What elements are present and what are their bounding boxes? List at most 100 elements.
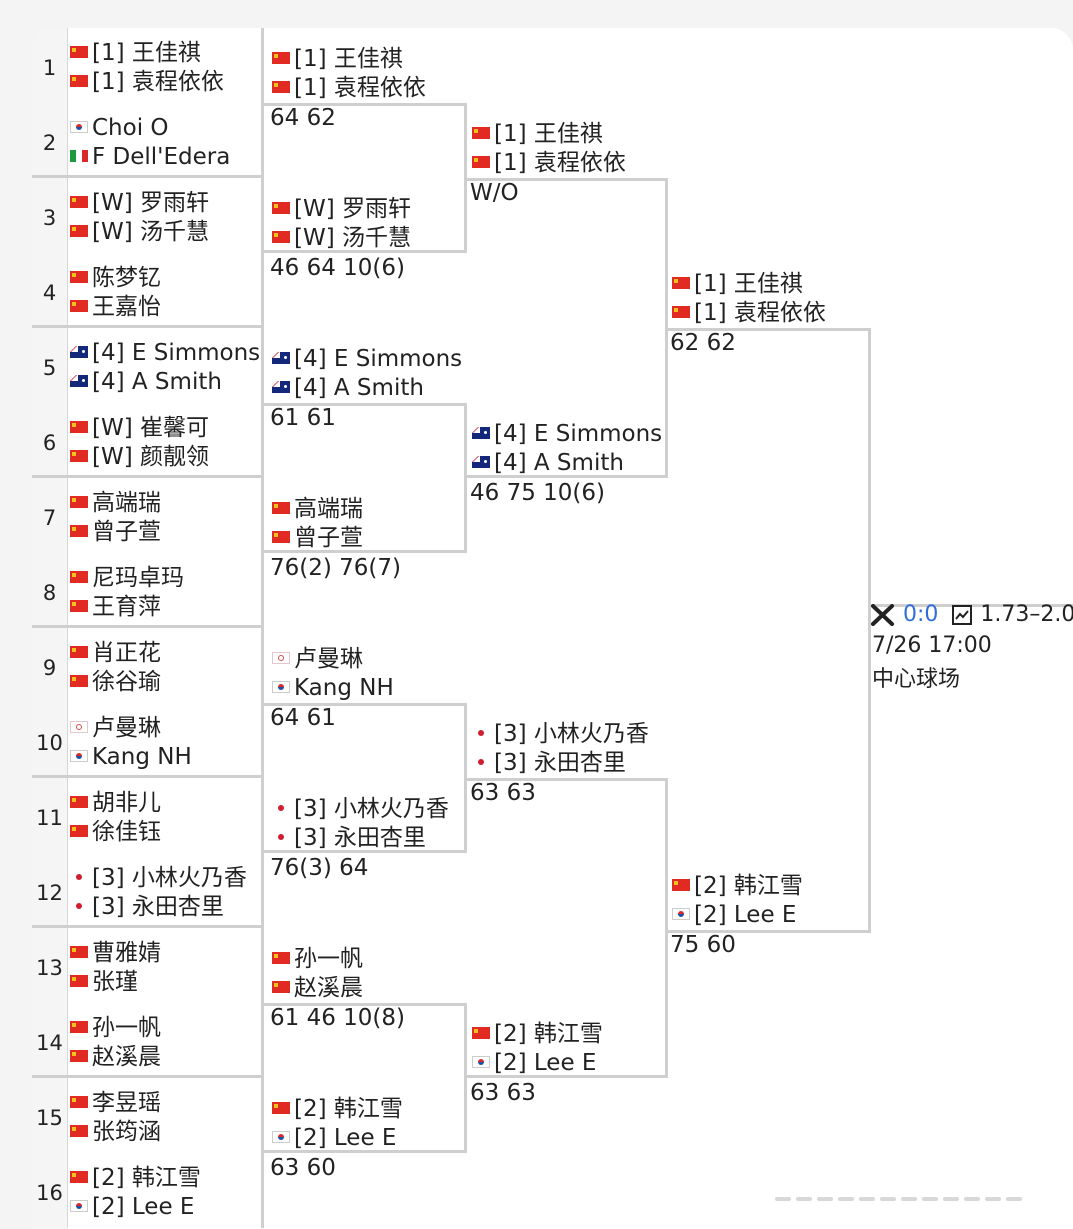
player-row: Choi O [70, 114, 230, 143]
match-score: 46 64 10(6) [270, 255, 406, 281]
player-row: 肖正花 [70, 639, 161, 668]
team[interactable]: [1] 王佳祺[1] 袁程依依 [70, 39, 224, 95]
r1-group [32, 478, 264, 628]
flag-icon [70, 420, 88, 433]
team[interactable]: [4] E Simmons[4] A Smith [472, 420, 663, 476]
player-name: 卢曼琳 [294, 646, 363, 672]
seed-number: 14 [36, 1031, 63, 1055]
odds-value: 1.73–2.0 [980, 602, 1073, 627]
player-row: [3] 小林火乃香 [472, 720, 649, 749]
player-name: 张瑾 [92, 969, 138, 995]
odds-link[interactable]: 0:0 [903, 602, 939, 627]
player-row: [W] 汤千慧 [70, 218, 209, 247]
team[interactable]: [4] E Simmons[4] A Smith [70, 339, 260, 395]
team[interactable]: [W] 罗雨轩[W] 汤千慧 [70, 189, 209, 245]
team[interactable]: [1] 王佳祺[1] 袁程依依 [272, 45, 426, 101]
team[interactable]: 肖正花徐谷瑜 [70, 639, 161, 695]
match-score: 64 61 [270, 705, 336, 731]
flag-icon [70, 374, 88, 387]
flag-icon [70, 674, 88, 687]
team[interactable]: 李昱瑶张筠涵 [70, 1089, 161, 1145]
page-indicator[interactable] [775, 1188, 1065, 1201]
player-name: [W] 汤千慧 [92, 219, 209, 245]
player-row: [3] 永田杏里 [472, 749, 649, 778]
team[interactable]: [W] 崔馨可[W] 颜靓领 [70, 414, 209, 470]
player-row: [1] 王佳祺 [672, 270, 826, 299]
seed-number: 8 [42, 581, 57, 605]
r2-connector [264, 103, 467, 253]
flag-icon [70, 45, 88, 58]
player-name: 徐佳钰 [92, 819, 161, 845]
flag-icon [70, 974, 88, 987]
player-row: 胡非儿 [70, 789, 161, 818]
player-name: [2] Lee E [694, 902, 797, 928]
player-name: [2] 韩江雪 [694, 873, 803, 899]
flag-icon [272, 530, 290, 543]
team[interactable]: [2] 韩江雪[2] Lee E [472, 1020, 603, 1076]
flag-icon [272, 351, 290, 364]
final-odds-row[interactable]: 0:0 1.73–2.0 [870, 602, 1073, 627]
flag-icon [272, 830, 290, 843]
team[interactable]: [4] E Simmons[4] A Smith [272, 345, 462, 401]
team[interactable]: 孙一帆赵溪晨 [70, 1014, 161, 1070]
player-name: [3] 小林火乃香 [92, 865, 247, 891]
seed-column [32, 28, 67, 1229]
flag-icon [70, 1170, 88, 1183]
player-name: [2] 韩江雪 [92, 1165, 201, 1191]
flag-icon [70, 1095, 88, 1108]
team[interactable]: 陈梦钇王嘉怡 [70, 264, 161, 320]
seed-number: 6 [42, 431, 57, 455]
team[interactable]: [3] 小林火乃香[3] 永田杏里 [70, 864, 247, 920]
flag-icon [70, 74, 88, 87]
team[interactable]: 胡非儿徐佳钰 [70, 789, 161, 845]
player-row: Kang NH [272, 674, 394, 703]
flag-icon [70, 449, 88, 462]
match-score: 61 61 [270, 405, 336, 431]
player-name: 尼玛卓玛 [92, 565, 184, 591]
player-row: [2] Lee E [472, 1049, 603, 1078]
flag-icon [272, 230, 290, 243]
seed-number: 12 [36, 881, 63, 905]
player-name: F Dell'Edera [92, 144, 231, 170]
flag-icon [70, 270, 88, 283]
flag-icon [272, 1101, 290, 1114]
seed-number: 7 [42, 506, 57, 530]
seed-number: 10 [36, 731, 63, 755]
player-name: 赵溪晨 [92, 1044, 161, 1070]
team[interactable]: [2] 韩江雪[2] Lee E [272, 1095, 403, 1151]
flag-icon [272, 51, 290, 64]
team[interactable]: [2] 韩江雪[2] Lee E [70, 1164, 201, 1220]
r1-group [32, 178, 264, 328]
player-row: [1] 袁程依依 [272, 74, 426, 103]
team[interactable]: [2] 韩江雪 [2] Lee E [672, 872, 803, 928]
player-row: 卢曼琳 [70, 714, 192, 743]
team[interactable]: 高端瑞曾子萱 [272, 495, 363, 551]
team[interactable]: 孙一帆赵溪晨 [272, 945, 363, 1001]
r1-group [67, 1078, 264, 1228]
flag-icon [70, 1124, 88, 1137]
match-score: 63 60 [270, 1155, 336, 1181]
flag-icon [70, 945, 88, 958]
r1-group [32, 778, 264, 928]
team[interactable]: [3] 小林火乃香[3] 永田杏里 [472, 720, 649, 776]
tennis-icon [871, 604, 894, 626]
team[interactable]: [1] 王佳祺[1] 袁程依依 [672, 270, 826, 326]
seed-number: 1 [42, 56, 57, 80]
player-name: 赵溪晨 [294, 975, 363, 1001]
player-row: [2] Lee E [70, 1193, 201, 1222]
player-name: [4] E Simmons [494, 421, 663, 447]
flag-icon [272, 801, 290, 814]
flag-icon [272, 651, 290, 664]
seed-number: 11 [36, 806, 63, 830]
flag-icon [70, 299, 88, 312]
team[interactable]: 曹雅婧张瑾 [70, 939, 161, 995]
team[interactable]: [W] 罗雨轩[W] 汤千慧 [272, 195, 411, 251]
team[interactable]: 尼玛卓玛王育萍 [70, 564, 184, 620]
team[interactable]: 高端瑞曾子萱 [70, 489, 161, 545]
team[interactable]: [3] 小林火乃香[3] 永田杏里 [272, 795, 449, 851]
team[interactable]: [1] 王佳祺[1] 袁程依依 [472, 120, 626, 176]
